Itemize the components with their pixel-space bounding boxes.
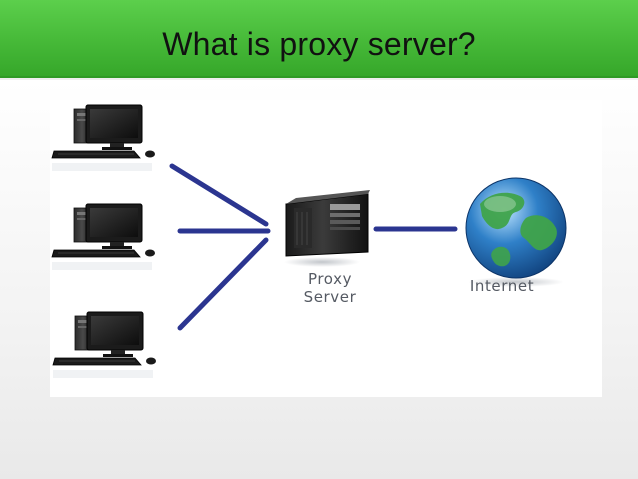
server-tower-icon [284,190,370,267]
diagram-canvas [51,104,567,379]
client1-connector-line [169,163,269,227]
internet-label: Internet [469,277,535,295]
client-computer-2-icon [51,203,156,271]
title-bar: What is proxy server? [0,0,638,78]
proxy-label-line1: Proxy [307,270,353,288]
globe-icon [465,177,567,287]
slide-title: What is proxy server? [162,26,476,62]
proxy-diagram: Proxy Server Internet [50,100,602,397]
proxy-label-line2: Server [303,288,357,306]
proxy-server-label: Proxy Server [280,270,380,306]
client3-connector-line [177,237,269,331]
client-computer-3-icon [52,311,157,379]
client-computer-1-icon [51,104,156,172]
